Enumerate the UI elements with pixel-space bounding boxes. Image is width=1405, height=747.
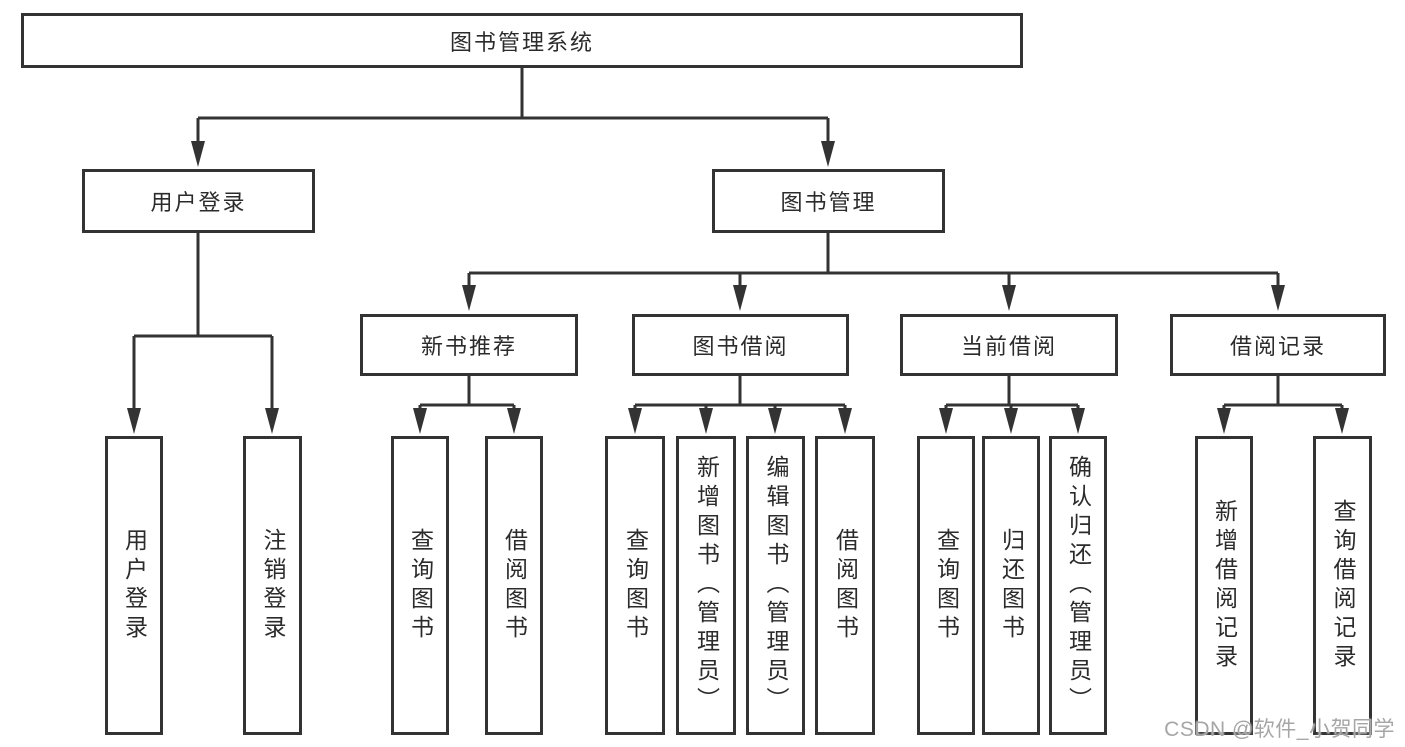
- leaf-return-books: 归还图书: [982, 436, 1040, 735]
- leaf-query-books-borrow: 查询图书: [605, 436, 665, 735]
- node-label: 用户登录: [121, 527, 148, 644]
- node-user-login: 用户登录: [82, 169, 315, 233]
- node-library-management-system: 图书管理系统: [21, 13, 1023, 68]
- node-label: 编辑图书（管理员）: [763, 455, 789, 716]
- node-label: 查询图书: [407, 527, 434, 644]
- node-label: 图书管理: [780, 190, 877, 215]
- node-borrowing-records: 借阅记录: [1170, 314, 1386, 376]
- node-label: 注销登录: [260, 527, 286, 644]
- leaf-logout-login: 注销登录: [243, 436, 302, 735]
- leaf-add-borrow-record: 新增借阅记录: [1195, 436, 1253, 735]
- node-label: 查询借阅记录: [1330, 498, 1356, 673]
- node-label: 新增借阅记录: [1211, 498, 1238, 673]
- node-book-borrowing: 图书借阅: [632, 314, 849, 376]
- node-label: 查询图书: [933, 527, 960, 644]
- node-label: 查询图书: [622, 527, 649, 644]
- leaf-borrow-books-recommend: 借阅图书: [485, 436, 543, 735]
- connector-paths: [132, 68, 1344, 414]
- leaf-add-books-admin: 新增图书（管理员）: [676, 436, 736, 735]
- node-current-borrowing: 当前借阅: [900, 314, 1118, 376]
- leaf-borrow-books: 借阅图书: [815, 436, 875, 735]
- node-label: 借阅图书: [501, 527, 528, 644]
- leaf-query-books-current: 查询图书: [917, 436, 975, 735]
- node-label: 借阅记录: [1229, 334, 1326, 359]
- arrowheads: [127, 141, 1349, 434]
- leaf-edit-books-admin: 编辑图书（管理员）: [746, 436, 805, 735]
- node-label: 当前借阅: [960, 334, 1057, 359]
- leaf-confirm-return-admin: 确认归还（管理员）: [1049, 436, 1107, 735]
- node-label: 归还图书: [998, 527, 1025, 644]
- node-book-management: 图书管理: [712, 169, 945, 233]
- node-label: 用户登录: [150, 190, 247, 215]
- node-label: 图书管理系统: [449, 29, 594, 55]
- node-label: 借阅图书: [832, 527, 859, 644]
- node-label: 确认归还（管理员）: [1065, 455, 1092, 716]
- node-label: 新书推荐: [420, 334, 517, 359]
- leaf-query-books-recommend: 查询图书: [391, 436, 449, 735]
- leaf-query-borrow-record: 查询借阅记录: [1313, 436, 1372, 735]
- node-label: 新增图书（管理员）: [693, 455, 720, 716]
- csdn-watermark: CSDN @软件_小贺同学: [1164, 718, 1395, 741]
- node-label: 图书借阅: [692, 334, 789, 359]
- node-new-book-recommend: 新书推荐: [360, 314, 578, 376]
- leaf-user-login: 用户登录: [105, 436, 163, 735]
